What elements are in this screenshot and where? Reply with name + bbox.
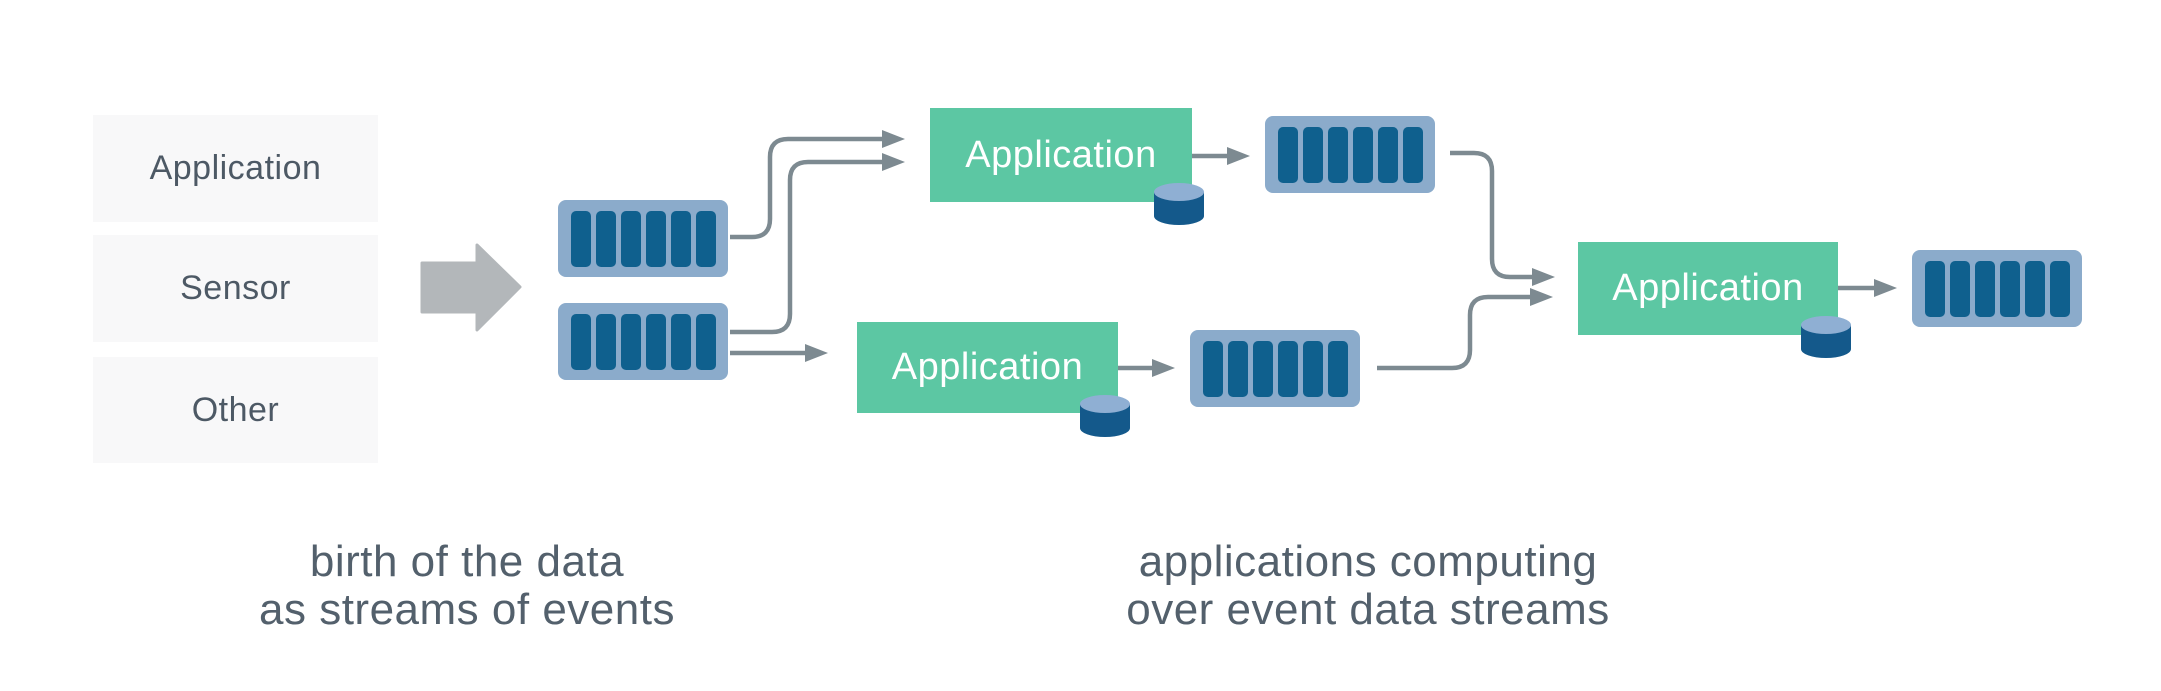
arrowhead-icon [1530, 288, 1553, 306]
caption-line: as streams of events [259, 585, 675, 634]
application-label: Application [1612, 267, 1804, 309]
stream-partition-bar [1277, 340, 1298, 397]
stream-partition-bar [1302, 340, 1323, 397]
connector-stream4-to-app-right [1377, 294, 1532, 371]
caption-line: over event data streams [1126, 585, 1610, 634]
source-label: Application [149, 149, 322, 187]
application-box-right: Application [1578, 242, 1838, 335]
stream-partition-bar [1202, 340, 1223, 397]
source-box-sensor: Sensor [93, 235, 378, 342]
connector-stream1-to-app-top [730, 136, 884, 240]
arrowhead-icon [882, 130, 905, 148]
stream-partition-bar [1252, 340, 1273, 397]
stream-partition-bar [620, 313, 641, 370]
database-cylinder-icon [1154, 183, 1204, 225]
stream-partition-bar [620, 210, 641, 267]
event-stream-icon [1265, 116, 1435, 193]
arrowhead-icon [1152, 359, 1175, 377]
stream-partition-bar [1377, 126, 1398, 183]
stream-partition-bar [1327, 126, 1348, 183]
stream-partition-bar [1974, 260, 1995, 317]
arrowhead-icon [1227, 147, 1250, 165]
stream-partition-bar [670, 210, 691, 267]
stream-partition-bar [1227, 340, 1248, 397]
caption-line: applications computing [1138, 537, 1598, 586]
event-stream-icon [1190, 330, 1360, 407]
stream-partition-bar [645, 313, 666, 370]
stream-partition-bar [670, 313, 691, 370]
stream-partition-bar [1302, 126, 1323, 183]
stream-partition-bar [570, 313, 591, 370]
stream-partition-bar [2024, 260, 2045, 317]
stream-partition-bar [645, 210, 666, 267]
stream-partition-bar [1949, 260, 1970, 317]
stream-partition-bar [1402, 126, 1423, 183]
source-label: Other [191, 390, 280, 429]
event-stream-icon [1912, 250, 2082, 327]
stream-partition-bar [695, 210, 716, 267]
stream-partition-bar [1999, 260, 2020, 317]
database-cylinder-icon [1801, 316, 1851, 358]
stream-partition-bar [570, 210, 591, 267]
source-box-application: Application [93, 115, 378, 222]
application-label: Application [965, 133, 1157, 176]
event-stream-icon [558, 200, 728, 277]
caption-applications-computing: applications computing over event data s… [1018, 538, 1718, 634]
application-box-middle: Application [857, 322, 1118, 413]
stream-partition-bar [2049, 260, 2070, 317]
connector-stream3-to-app-right [1450, 150, 1534, 280]
connector-stream2-to-app-top [730, 159, 884, 335]
stream-partition-bar [595, 313, 616, 370]
application-box-top: Application [930, 108, 1192, 202]
stream-partition-bar [1352, 126, 1373, 183]
stream-partition-bar [595, 210, 616, 267]
arrowhead-icon [882, 153, 905, 171]
arrowhead-icon [1874, 279, 1897, 297]
stream-partition-bar [1327, 340, 1348, 397]
database-cylinder-icon [1080, 395, 1130, 437]
caption-line: birth of the data [309, 537, 625, 586]
source-box-other: Other [93, 357, 378, 463]
event-stream-icon [558, 303, 728, 380]
source-label: Sensor [180, 269, 291, 307]
arrowhead-icon [1532, 268, 1555, 286]
caption-birth-of-data: birth of the data as streams of events [167, 538, 767, 634]
stream-partition-bar [1924, 260, 1945, 317]
application-label: Application [891, 346, 1084, 388]
ingest-block-arrow-icon [420, 243, 522, 332]
arrowhead-icon [805, 344, 828, 362]
stream-partition-bar [695, 313, 716, 370]
stream-partition-bar [1277, 126, 1298, 183]
